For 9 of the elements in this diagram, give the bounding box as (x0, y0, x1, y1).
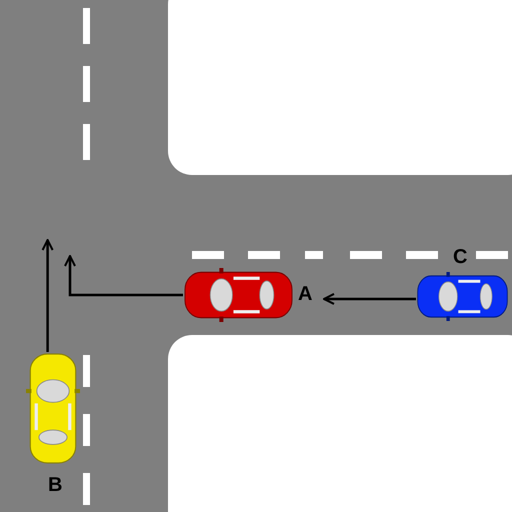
arrow (64, 255, 183, 296)
car-drawing (416, 272, 509, 321)
car-label: B (48, 475, 62, 495)
car-drawing (26, 352, 80, 465)
arrow (42, 239, 54, 352)
car-label: C (453, 247, 468, 267)
car-label: A (298, 284, 312, 304)
arrow (323, 292, 416, 305)
car-drawing (183, 268, 294, 322)
